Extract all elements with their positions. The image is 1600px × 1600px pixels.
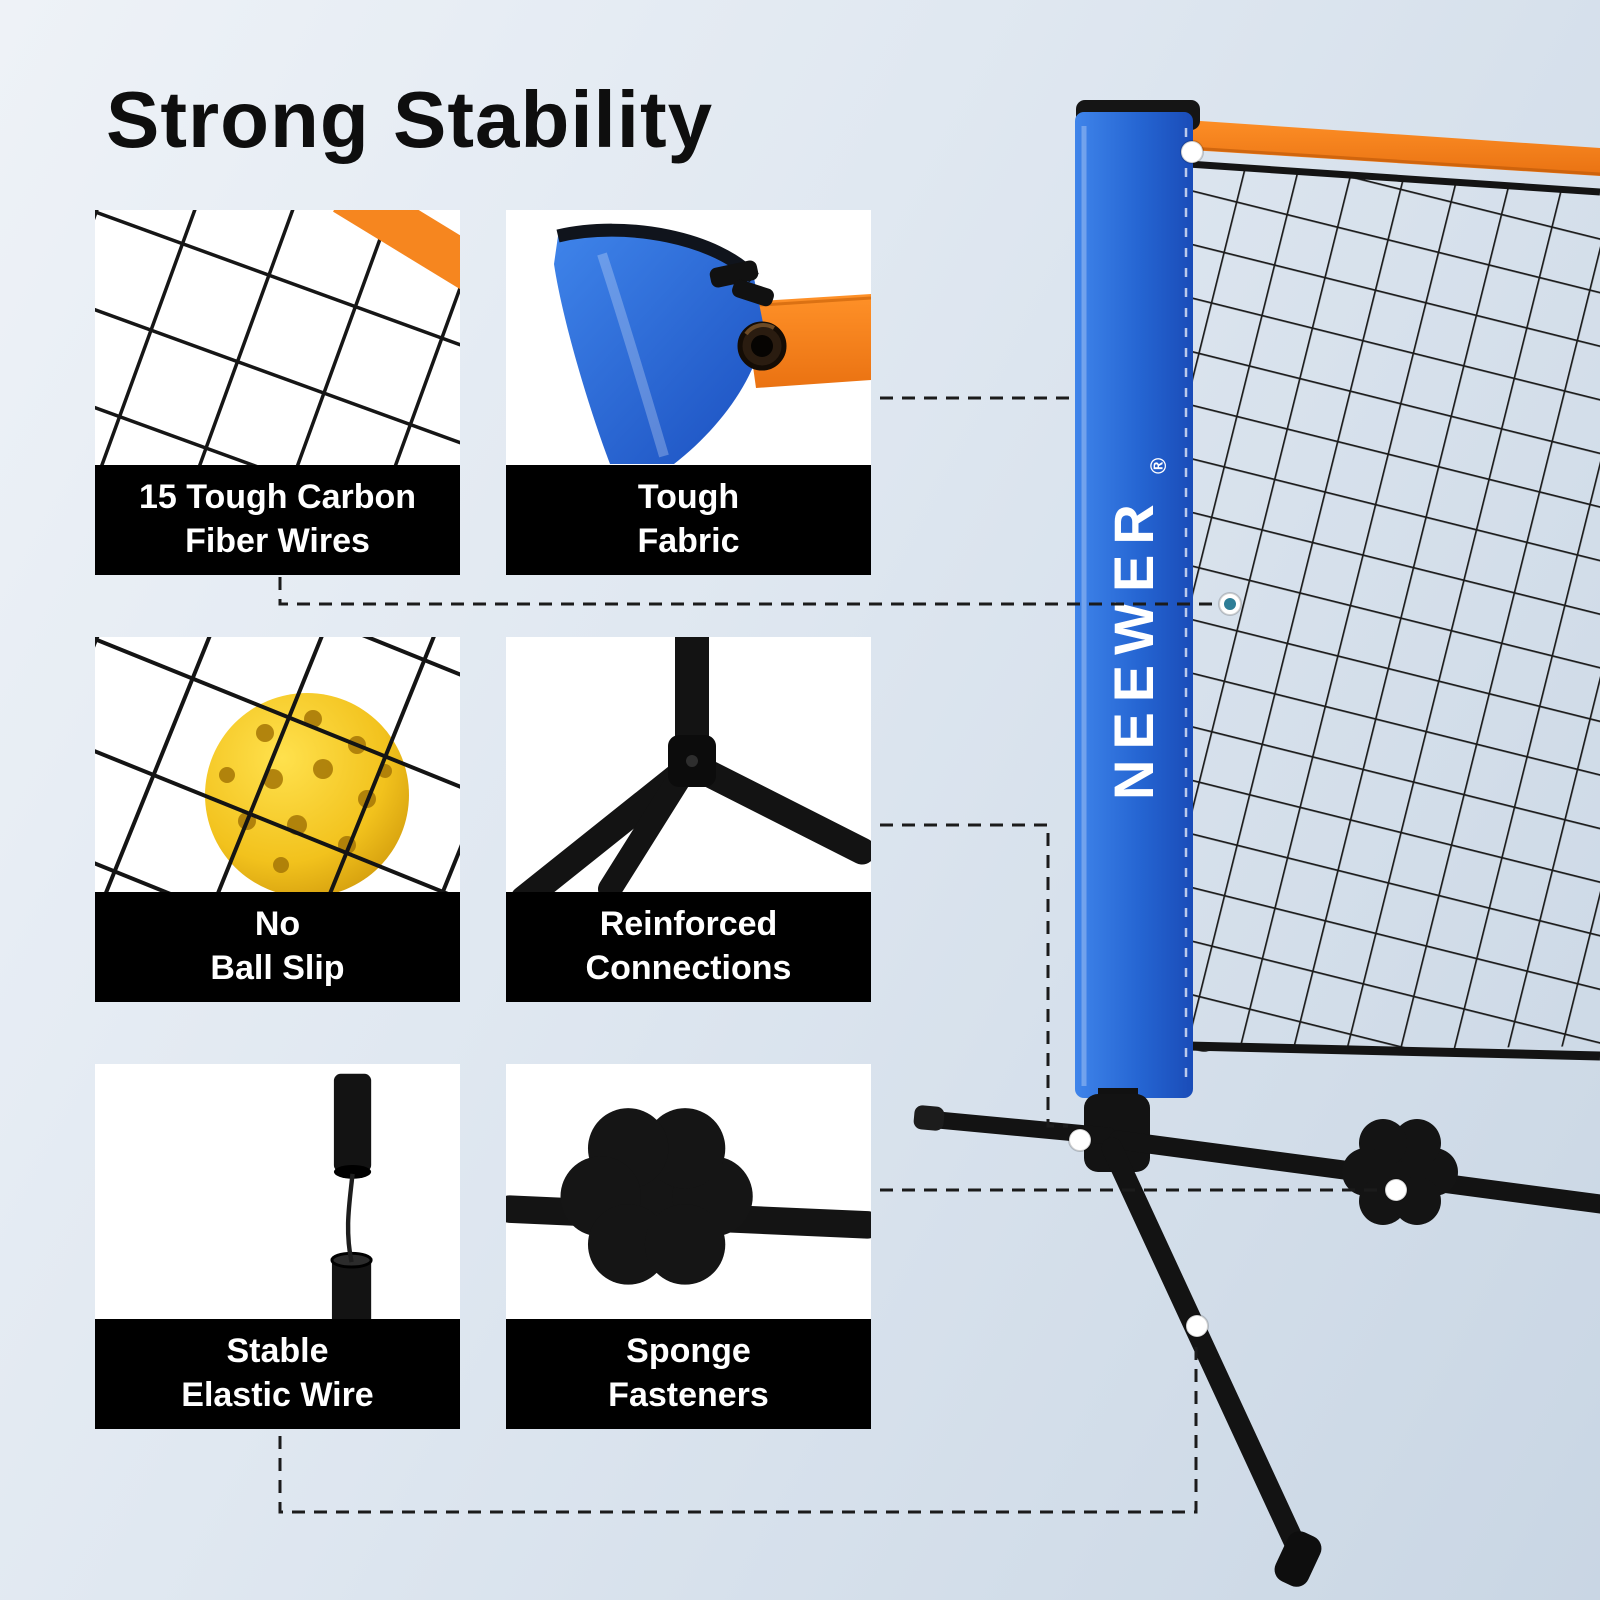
feature-tile-carbon-wires: 15 Tough Carbon Fiber Wires <box>95 210 460 575</box>
caption-line: Fabric <box>637 522 740 560</box>
registered-mark: ® <box>1146 458 1171 474</box>
caption-line: Elastic Wire <box>181 1376 374 1414</box>
feature-caption: No Ball Slip <box>95 892 460 1002</box>
elastic-wire-art <box>98 1064 457 1319</box>
caption-line: No <box>254 905 301 944</box>
caption-line: Tough <box>637 478 740 517</box>
feature-tile-stable-elastic-wire: Stable Elastic Wire <box>95 1064 460 1429</box>
elastic-wire-image <box>95 1064 460 1319</box>
pole-segment-top <box>333 1073 372 1172</box>
feature-caption: Tough Fabric <box>506 465 871 575</box>
brand-logo-text: NEEWER <box>1102 494 1165 800</box>
feature-caption: Sponge Fasteners <box>506 1319 871 1429</box>
fabric-corner-image <box>506 210 871 465</box>
post-sleeve <box>1075 112 1193 1098</box>
pole-joint-image <box>506 637 871 892</box>
pole-legs <box>512 637 871 892</box>
caption-line: Stable <box>226 1332 329 1371</box>
callout-line-reinforced <box>880 823 1068 1128</box>
caption-line: Ball Slip <box>210 949 345 987</box>
marker-dot-fastener <box>1384 1178 1408 1202</box>
ball-in-net-image <box>95 637 460 892</box>
net-mesh <box>1187 160 1600 1061</box>
marker-dot-net <box>1218 592 1242 616</box>
feature-caption: 15 Tough Carbon Fiber Wires <box>95 465 460 575</box>
grommet <box>737 321 787 371</box>
marker-dot-hub <box>1068 1128 1092 1152</box>
fabric-corner-art <box>506 210 871 465</box>
feature-tile-sponge-fasteners: Sponge Fasteners <box>506 1064 871 1429</box>
feature-caption: Stable Elastic Wire <box>95 1319 460 1429</box>
feature-tile-tough-fabric: Tough Fabric <box>506 210 871 575</box>
top-tension-strap <box>1095 114 1600 176</box>
marker-dot-grommet <box>1180 140 1204 164</box>
top-clip <box>1076 100 1200 130</box>
callout-dots <box>1068 140 1408 1338</box>
ball-in-net-art <box>95 637 460 892</box>
tripod-base <box>913 1088 1600 1587</box>
pole-joint-art <box>506 637 871 892</box>
caption-line: Reinforced <box>599 905 778 944</box>
net-closeup-art <box>95 210 460 465</box>
caption-line: Fiber Wires <box>185 522 370 560</box>
caption-line: Connections <box>585 949 792 987</box>
caption-line: 15 Tough Carbon <box>138 478 417 517</box>
caption-line: Sponge <box>626 1332 751 1371</box>
net-closeup-image <box>95 210 460 465</box>
sponge-fastener-cluster <box>560 1108 753 1285</box>
feature-caption: Reinforced Connections <box>506 892 871 1002</box>
page-title: Strong Stability <box>106 75 714 164</box>
elastic-wire <box>345 1173 355 1263</box>
sponge-fastener <box>1342 1119 1458 1225</box>
feature-grid: 15 Tough Carbon Fiber Wires <box>95 210 871 1429</box>
feature-tile-reinforced-connections: Reinforced Connections <box>506 637 871 1002</box>
caption-line: Fasteners <box>608 1376 769 1414</box>
strap-clip <box>709 260 774 307</box>
pole-segment-bottom <box>331 1260 372 1319</box>
feature-tile-no-ball-slip: No Ball Slip <box>95 637 460 1002</box>
sponge-fastener-art <box>506 1064 871 1319</box>
marker-dot-leg <box>1185 1314 1209 1338</box>
sponge-fastener-image <box>506 1064 871 1319</box>
